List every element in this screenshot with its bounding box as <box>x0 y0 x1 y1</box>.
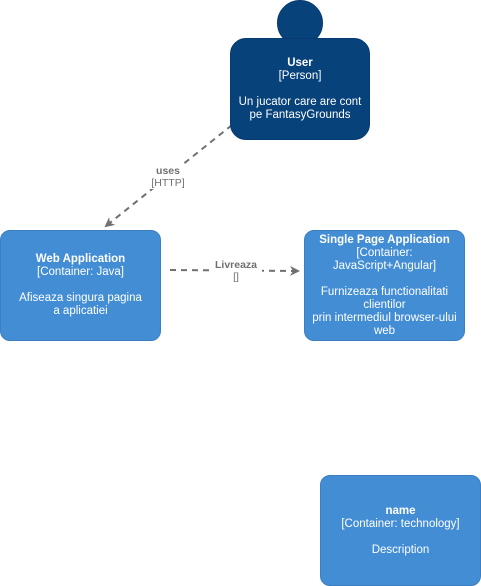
container-web-application[interactable]: Web Application [Container: Java] Afisea… <box>0 230 161 341</box>
edge-livreaza-name: Livreaza <box>214 259 258 271</box>
person-description-line-1: Un jucator care are cont <box>238 95 362 108</box>
spa-description-line-3: prin intermediul browser-ului <box>312 311 457 324</box>
person-name: User <box>287 56 313 69</box>
person-description-line-2: pe FantasyGrounds <box>249 108 351 121</box>
container-template[interactable]: name [Container: technology] Description <box>320 475 481 586</box>
web-app-type: [Container: Java] <box>37 266 124 278</box>
template-name: name <box>385 504 416 517</box>
template-description: Description <box>371 543 430 556</box>
spa-description-line-1: Furnizeaza functionalitati <box>320 285 449 298</box>
person-user[interactable]: User [Person] Un jucator care are cont p… <box>230 38 370 140</box>
edge-uses-tech: [HTTP] <box>151 177 185 189</box>
web-app-name: Web Application <box>35 253 126 265</box>
spa-description-line-4: web <box>373 324 396 337</box>
spa-type-line-1: [Container: <box>356 246 413 259</box>
person-type: [Person] <box>278 69 322 82</box>
template-type: [Container: technology] <box>341 517 460 530</box>
web-app-description-line-2: a aplicatiei <box>53 305 108 317</box>
edge-uses-name: uses <box>156 165 180 177</box>
edge-livreaza-tech: [] <box>233 271 239 283</box>
web-app-description-line-1: Afiseaza singura pagina <box>19 292 142 304</box>
edge-uses-label[interactable]: uses [HTTP] <box>146 165 190 189</box>
container-single-page-application[interactable]: Single Page Application [Container: Java… <box>304 230 465 341</box>
spa-type-line-2: JavaScript+Angular] <box>332 259 437 272</box>
edge-livreaza-label[interactable]: Livreaza [] <box>210 259 262 283</box>
spa-description-line-2: clientilor <box>363 298 406 311</box>
spa-name: Single Page Application <box>319 233 450 246</box>
